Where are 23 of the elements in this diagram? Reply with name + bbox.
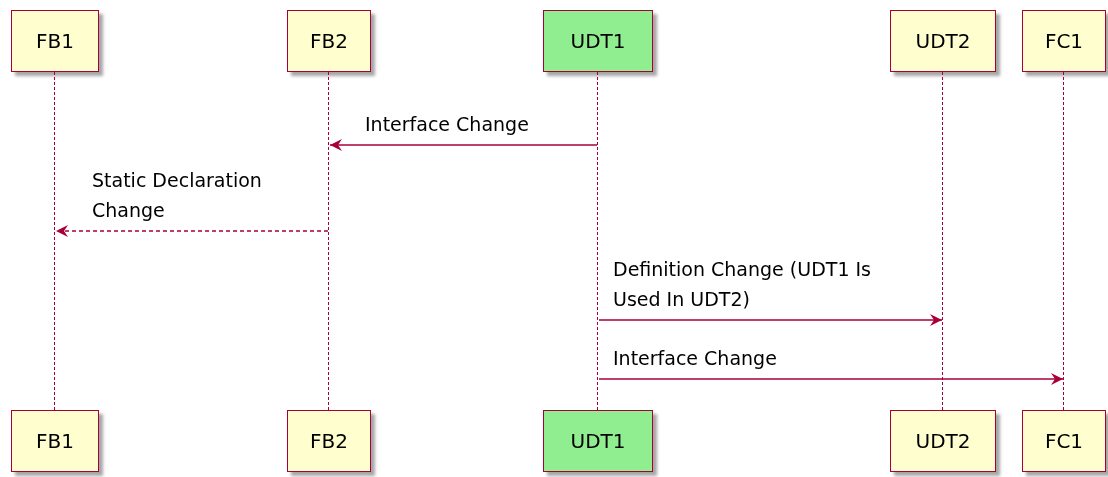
participant-box: FB2 bbox=[287, 410, 371, 472]
participant-box: FB1 bbox=[11, 410, 99, 472]
lifeline bbox=[1063, 72, 1065, 410]
participant-box: UDT1 bbox=[543, 410, 653, 472]
message-arrow bbox=[329, 139, 598, 151]
message-arrow bbox=[598, 314, 943, 326]
participant-box: UDT1 bbox=[543, 10, 653, 72]
participant-box: FC1 bbox=[1022, 410, 1106, 472]
message-arrow bbox=[598, 373, 1064, 385]
participant-box: FB1 bbox=[11, 10, 99, 72]
participant-box: UDT2 bbox=[890, 410, 996, 472]
lifeline bbox=[328, 72, 330, 410]
message-arrow bbox=[55, 225, 329, 237]
participant-box: FB2 bbox=[287, 10, 371, 72]
lifeline bbox=[597, 72, 599, 410]
message-label: Definition Change (UDT1 Is Used In UDT2) bbox=[613, 257, 872, 312]
lifeline bbox=[942, 72, 944, 410]
message-label: Interface Change bbox=[365, 112, 529, 137]
message-label: Interface Change bbox=[613, 346, 777, 371]
participant-box: FC1 bbox=[1022, 10, 1106, 72]
lifeline bbox=[54, 72, 56, 410]
message-label: Static Declaration Change bbox=[92, 168, 263, 223]
participant-box: UDT2 bbox=[890, 10, 996, 72]
